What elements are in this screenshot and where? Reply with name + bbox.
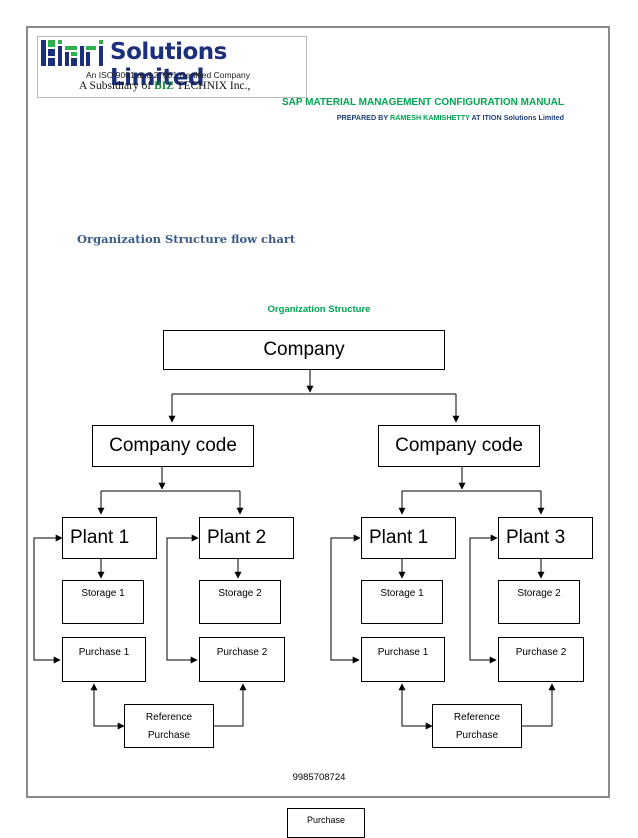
document-page [26,26,610,798]
logo-iso-text: An ISO 9001 and 27001 Certified Company [86,70,250,80]
storage-box-g2-2: Storage 2 [498,580,580,624]
plant-box-g1-2: Plant 2 [199,517,294,559]
section-title: Organization Structure flow chart [77,232,296,246]
company-logo: Solutions Limited An ISO 9001 and 27001 … [37,36,307,98]
purchase-box-g1-1: Purchase 1 [62,637,146,682]
logo-company-name: Solutions Limited [110,39,227,91]
plant-box-g2-2: Plant 3 [498,517,593,559]
plant-box-g1-1: Plant 1 [62,517,157,559]
manual-title: SAP MATERIAL MANAGEMENT CONFIGURATION MA… [281,97,564,108]
prepared-by: PREPARED BY RAMESH KAMISHETTY AT ITION S… [336,113,564,122]
storage-box-g2-1: Storage 1 [361,580,443,624]
storage-box-g1-1: Storage 1 [62,580,144,624]
reference-purchase-box-g2: Reference Purchase [432,704,522,748]
plant-box-g2-1: Plant 1 [361,517,456,559]
storage-box-g1-2: Storage 2 [199,580,281,624]
logo-subsidiary-text: A Subsidiary of BIZ TECHNIX Inc., [79,80,251,92]
purchase-box-g2-2: Purchase 2 [498,637,584,682]
company-code-box-2: Company code [378,425,540,467]
company-box: Company [163,330,445,370]
company-code-box-1: Company code [92,425,254,467]
next-page-purchase-box: Purchase [287,808,365,838]
purchase-box-g1-2: Purchase 2 [199,637,285,682]
purchase-box-g2-1: Purchase 1 [361,637,445,682]
chart-caption: Organization Structure [267,304,371,315]
logo-mark-icon [41,40,103,66]
footer-phone: 9985708724 [292,772,346,783]
reference-purchase-box-g1: Reference Purchase [124,704,214,748]
